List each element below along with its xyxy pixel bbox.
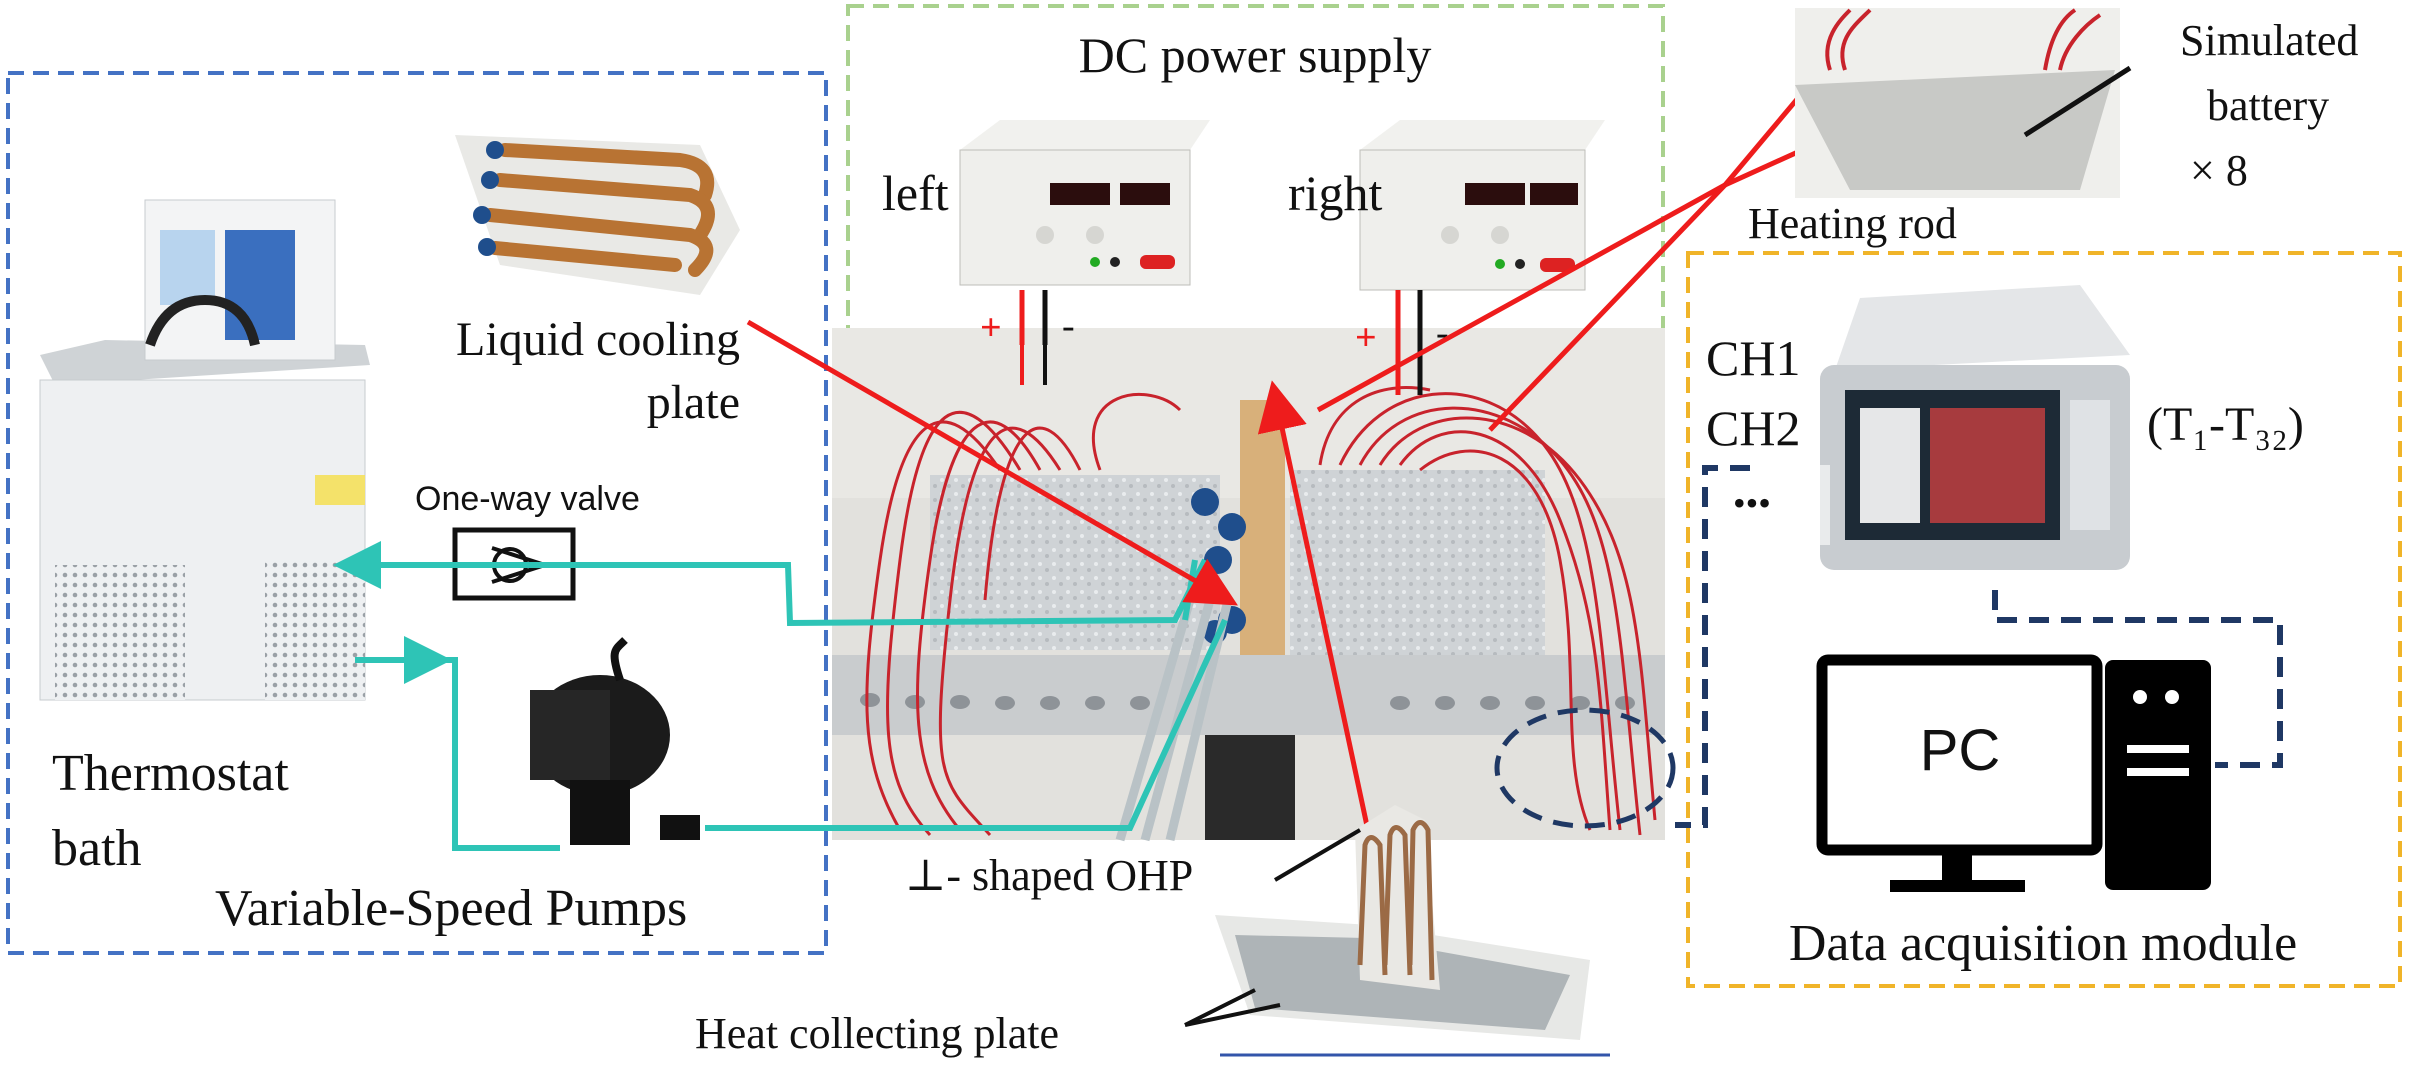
liquid-cooling-plate-label-line2: plate (647, 376, 740, 429)
dc-power-supply-label: DC power supply (1079, 27, 1432, 83)
ch1-label: CH1 (1706, 330, 1800, 386)
power-terminals-left (1019, 290, 1048, 385)
arrow-to-ohp (1257, 380, 1373, 841)
heat-collecting-plate-photo (1215, 805, 1610, 1057)
wire-bundle-highlight (1494, 707, 1676, 829)
power-terminals-right (1395, 290, 1423, 395)
heat-collecting-plate-label: Heat collecting plate (695, 1009, 1059, 1058)
foil-battery-pack-right (1290, 470, 1545, 655)
variable-speed-pumps-label: Variable-Speed Pumps (215, 880, 687, 937)
thermostat-bath-label-line2: bath (52, 820, 142, 877)
shaped-ohp-label: ⊥- shaped OHP (905, 851, 1193, 900)
arrow-heating-rod-a (1316, 182, 1727, 413)
pump-outlet-pipe (705, 618, 1228, 831)
arrow-heating-rod-b (1488, 183, 1727, 432)
arrow-to-cooling-plate (746, 319, 1238, 606)
data-acquisition-box (1686, 251, 2402, 988)
minus-sign-left: - (1062, 305, 1075, 347)
ch2-label: CH2 (1706, 400, 1800, 456)
heating-rod-label: Heating rod (1748, 199, 1957, 248)
data-logger-photo (1780, 285, 2130, 570)
pointer-arrows (746, 182, 1727, 841)
plus-sign-left: + (980, 307, 1002, 349)
power-supply-left (959, 120, 1210, 286)
central-test-rig-photo (832, 328, 1665, 842)
channel-ellipsis: ••• (1733, 483, 1771, 523)
pc-label: PC (1920, 718, 2001, 783)
simulated-battery-photo (1795, 8, 2132, 198)
minus-sign-right: - (1436, 312, 1449, 354)
temperature-channels-label: (T₁-T₃₂) (2147, 398, 2304, 451)
data-acquisition-module-label: Data acquisition module (1789, 915, 2297, 972)
signal-cables (1494, 465, 2283, 829)
leader-lines (1184, 828, 1362, 1027)
supply-pipe-to-pump (355, 657, 560, 851)
aluminium-rail (832, 655, 1665, 735)
liquid-cooling-plate-photo (455, 135, 740, 295)
simulated-battery-label-line1: Simulated (2180, 16, 2358, 65)
pc-icon (1816, 654, 2211, 892)
thermocouple-wires (865, 386, 1657, 837)
variable-speed-pump-photo (530, 637, 700, 845)
left-supply-label: left (882, 165, 949, 221)
plus-sign-right: + (1355, 317, 1377, 359)
right-supply-label: right (1288, 165, 1383, 221)
thermostat-bath-label-line1: Thermostat (52, 745, 289, 802)
thermostat-bath-photo (39, 199, 370, 701)
one-way-valve-label: One-way valve (415, 480, 640, 518)
liquid-cooling-plate-label-line1: Liquid cooling (456, 313, 740, 366)
simulated-battery-label-line2: battery (2207, 81, 2329, 130)
power-supply-right (1359, 120, 1605, 291)
simulated-battery-label-line3: × 8 (2190, 146, 2248, 195)
thermostat-group-box (6, 71, 828, 955)
